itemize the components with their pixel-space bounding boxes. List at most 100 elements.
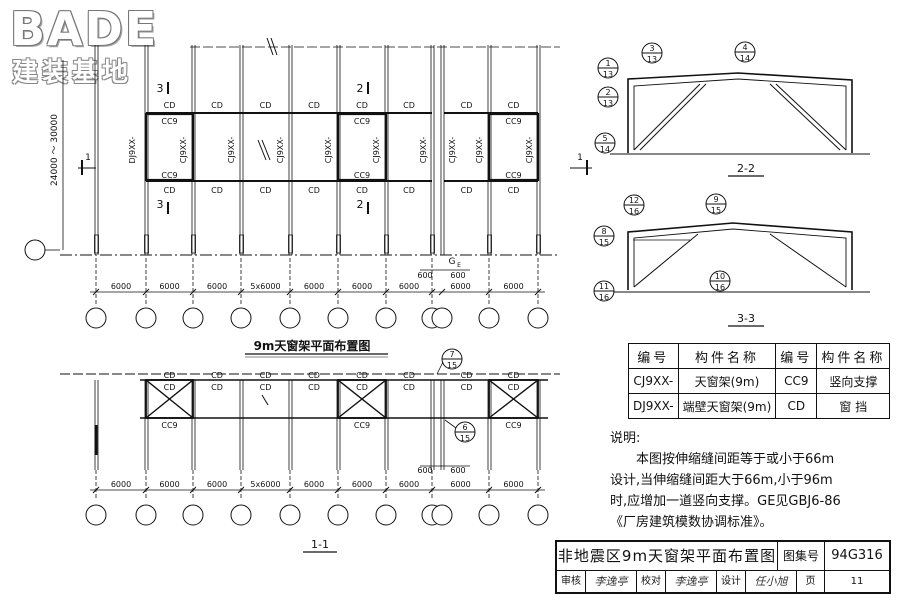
cc9-label: CC9 xyxy=(161,421,177,430)
cd-label: CD xyxy=(308,186,320,195)
frame-outline xyxy=(627,72,853,153)
axis-circle xyxy=(24,239,46,261)
sheet-title: 非地震区9m天窗架平面布置图 xyxy=(557,542,778,571)
cd-label: CD xyxy=(356,186,368,195)
detail-sheet-number: 14 xyxy=(740,54,750,63)
axis-circle xyxy=(527,504,549,526)
column-stub xyxy=(536,234,541,254)
bay-dimension: 6000 xyxy=(399,282,419,291)
bay-dimension: 6000 xyxy=(111,480,131,489)
notes-block: 说明: 本图按伸缩缝间距等于或小于66m 设计,当伸缩缝间距大于66m,小于96… xyxy=(610,428,860,533)
bay-dimension: 5x6000 xyxy=(250,282,280,291)
elevation-title: 1-1 xyxy=(311,538,329,551)
page-label: 页 xyxy=(797,571,825,592)
bay-dimension: 5x6000 xyxy=(250,480,280,489)
detail-sheet-number: 15 xyxy=(447,361,457,370)
legend-cell: CC9 xyxy=(775,368,818,394)
legend-header: 构件名称 xyxy=(677,343,777,369)
column-stub xyxy=(487,234,492,254)
dimension-tick xyxy=(92,288,100,296)
frame-label: CJ9XX- xyxy=(475,137,484,164)
axis-circle xyxy=(135,504,157,526)
column-stub xyxy=(430,234,435,254)
detail-number: 2 xyxy=(605,88,610,97)
frame-label: CJ9XX- xyxy=(276,137,285,164)
component-legend-table: 编号 构件名称 编号 构件名称 CJ9XX- 天窗架(9m) CC9 竖向支撑 … xyxy=(628,343,891,419)
bay-dimension: 6000 xyxy=(304,480,324,489)
legend-header: 构件名称 xyxy=(816,343,891,369)
cd-label: CD xyxy=(211,101,223,110)
column-stub xyxy=(336,234,341,254)
signature-row: 审核 李逸亭 校对 李逸亭 设计 任小旭 页 11 xyxy=(557,571,889,592)
cc9-label: CC9 xyxy=(354,117,370,126)
dimension-tick xyxy=(382,288,390,296)
dimension-tick xyxy=(189,486,197,494)
dimension-tick xyxy=(142,486,150,494)
cc9-label: CC9 xyxy=(505,117,521,126)
axis-circle xyxy=(431,307,453,329)
cd-label: CD xyxy=(461,383,473,392)
dimension-tick xyxy=(286,288,294,296)
bay-dimension: 6000 xyxy=(450,480,470,489)
detail-sheet-number: 13 xyxy=(603,99,613,108)
axis-circle xyxy=(327,307,349,329)
column-stub xyxy=(288,234,293,254)
dimension-tick xyxy=(142,288,150,296)
legend-header-row: 编号 构件名称 编号 构件名称 xyxy=(628,343,891,369)
dimension-tick xyxy=(237,288,245,296)
legend-cell: 竖向支撑 xyxy=(816,368,891,394)
cd-label: CD xyxy=(260,371,272,380)
axis-circle xyxy=(182,504,204,526)
design-label: 设计 xyxy=(717,571,746,592)
column-stub xyxy=(94,234,99,254)
legend-cell: 窗 挡 xyxy=(816,393,891,419)
cd-label: CD xyxy=(356,371,368,380)
cd-label: CD xyxy=(461,186,473,195)
brace-panel xyxy=(145,379,194,419)
dimension-tick xyxy=(286,486,294,494)
legend-row: CJ9XX- 天窗架(9m) CC9 竖向支撑 xyxy=(628,368,891,394)
legend-cell: DJ9XX- xyxy=(628,393,679,419)
section-number: 1 xyxy=(85,153,91,163)
column-stub xyxy=(384,234,389,254)
joint-dimension: 600 xyxy=(417,271,432,280)
section-number: 1 xyxy=(577,153,583,163)
axis-subscript: E xyxy=(457,262,461,269)
joint-dimension: 600 xyxy=(417,466,432,475)
cross-brace xyxy=(145,379,194,419)
section-number: 3 xyxy=(157,82,164,95)
end-frame-label: DJ9XX- xyxy=(128,136,137,163)
detail-sheet-number: 16 xyxy=(715,283,725,292)
detail-leader xyxy=(436,361,444,375)
legend-row: DJ9XX- 端壁天窗架(9m) CD 窗 挡 xyxy=(628,393,891,419)
frame-label: CJ9XX- xyxy=(179,137,188,164)
axis-circle xyxy=(375,307,397,329)
break-mark xyxy=(261,394,269,406)
cd-label: CD xyxy=(403,383,415,392)
detail-number: 11 xyxy=(599,282,609,291)
joint-dimension: 600 xyxy=(450,466,465,475)
bay-dimension: 6000 xyxy=(399,480,419,489)
title-block: 非地震区9m天窗架平面布置图 图集号 94G316 审核 李逸亭 校对 李逸亭 … xyxy=(555,540,891,594)
dimension-tick xyxy=(237,486,245,494)
axis-circle xyxy=(230,307,252,329)
axis-circle xyxy=(375,504,397,526)
column-stub xyxy=(144,234,149,254)
set-number: 94G316 xyxy=(825,542,889,571)
cd-label: CD xyxy=(260,186,272,195)
dimension-tick xyxy=(428,486,436,494)
axis-circle xyxy=(279,504,301,526)
axis-circle xyxy=(182,307,204,329)
legend-cell: CD xyxy=(775,393,818,419)
column-stub xyxy=(191,234,196,254)
break-mark xyxy=(261,139,271,161)
cd-label: CD xyxy=(260,101,272,110)
cross-brace xyxy=(488,379,539,419)
span-dimension: 24000 ～ 30000 xyxy=(50,114,60,186)
detail-number: 3 xyxy=(649,44,654,53)
detail-number: 4 xyxy=(742,43,747,52)
axis-circle xyxy=(85,504,107,526)
axis-circle xyxy=(431,504,453,526)
detail-leader xyxy=(444,419,457,429)
